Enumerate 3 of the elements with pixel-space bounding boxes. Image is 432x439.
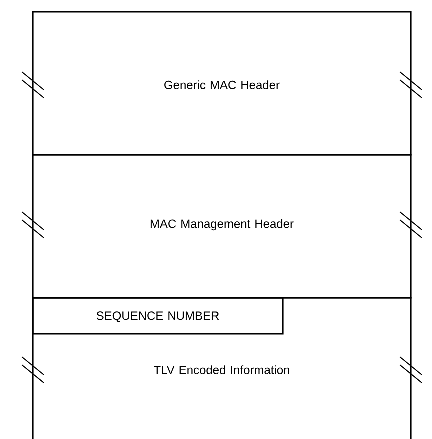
header-section: MAC Management Header [32, 154, 412, 299]
sequence-number-field: SEQUENCE NUMBER [32, 297, 284, 335]
header-section: Generic MAC Header [32, 11, 412, 156]
